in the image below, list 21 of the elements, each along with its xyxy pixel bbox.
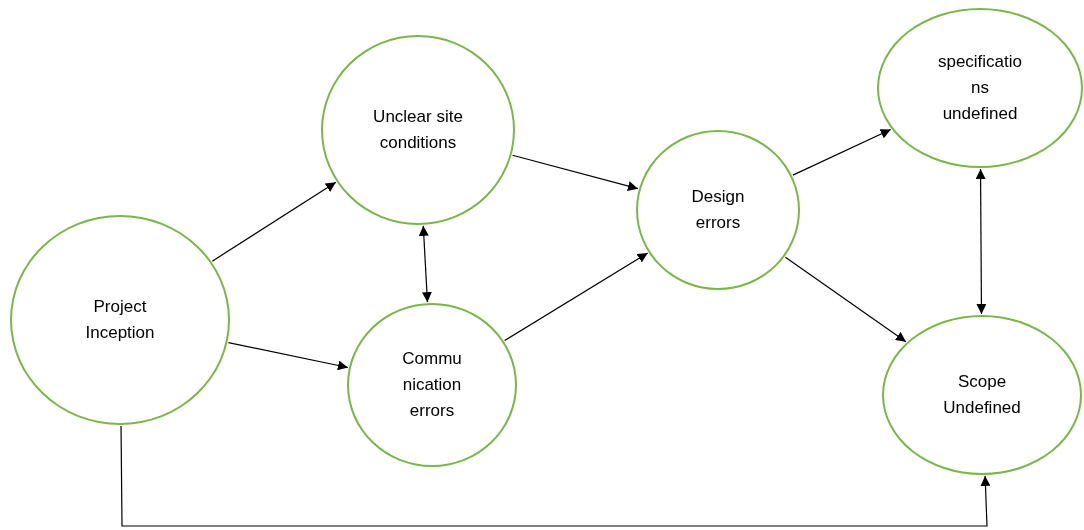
node-label: Unclear site conditions — [373, 106, 463, 154]
node-label: Design errors — [690, 186, 746, 234]
node-label: specificatio ns undefined — [936, 51, 1024, 125]
arrow — [511, 154, 639, 191]
ellipse-node — [321, 35, 515, 225]
arrow — [120, 425, 991, 527]
arrow — [792, 128, 892, 176]
ellipse-node — [882, 315, 1082, 475]
arrow — [784, 256, 907, 343]
arrow — [227, 342, 349, 371]
node-label: Scope Undefined — [942, 371, 1022, 419]
arrow — [211, 181, 337, 262]
ellipse-node — [636, 130, 800, 290]
arrow — [975, 168, 987, 315]
arrow — [504, 252, 649, 342]
node-label: Commu nication errors — [401, 348, 463, 422]
ellipse-node — [10, 215, 230, 425]
ellipse-node — [877, 8, 1083, 168]
ellipse-node — [347, 303, 517, 467]
node-label: Project Inception — [84, 296, 156, 344]
arrow — [418, 225, 432, 303]
